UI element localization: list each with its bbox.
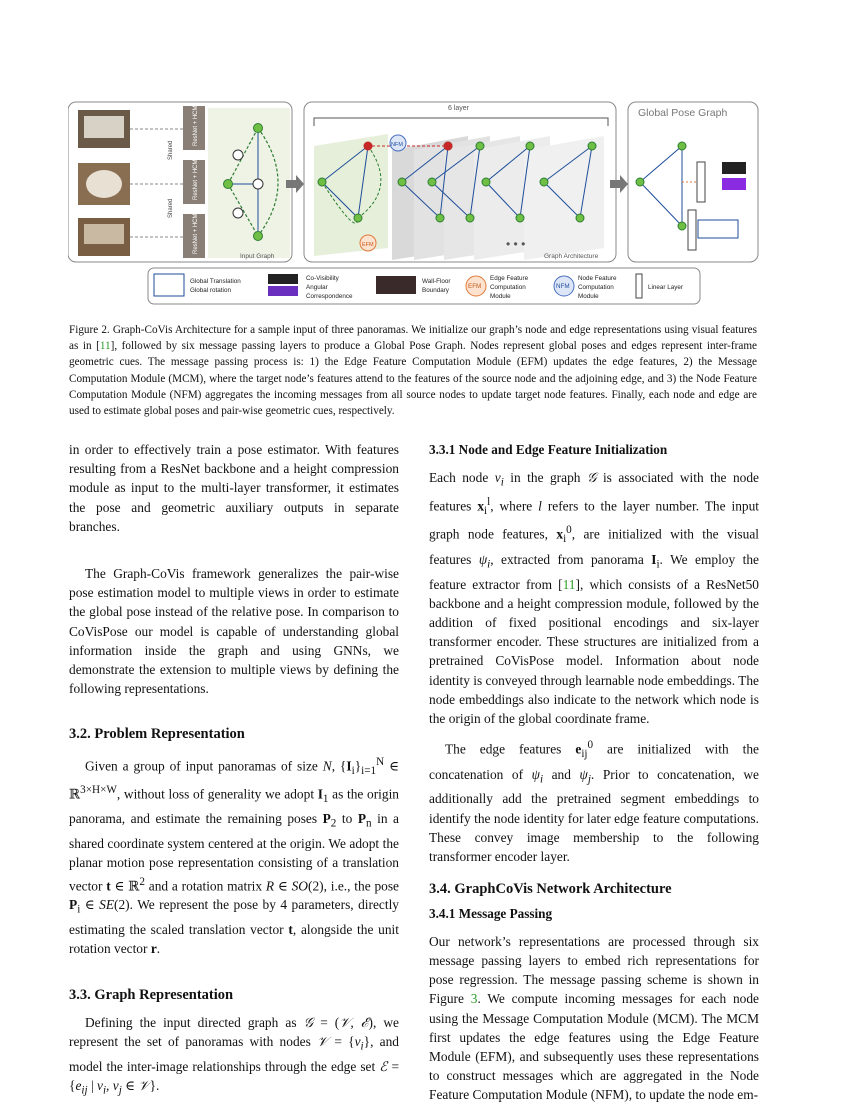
section-heading-3-2: 3.2. Problem Representation [69,726,245,743]
shared-label-1: Shared [168,141,174,160]
six-layer-label: 6 layer [448,105,470,112]
paragraph: Our network’s representations are proces… [429,933,759,1103]
section-heading-3-3: 3.3. Graph Representation [69,986,234,1003]
global-pose-graph-panel [627,101,759,263]
citation-link[interactable]: 11 [562,576,576,592]
svg-text:EFM: EFM [468,283,481,290]
input-graph-label: Input Graph [240,253,275,260]
global-pose-graph-title: Global Pose Graph [638,107,727,119]
shared-label-2: Shared [168,199,174,218]
svg-text:Module: Module [578,293,599,300]
svg-text:Module: Module [490,293,511,300]
svg-text:Angular: Angular [306,284,328,291]
nfm-badge [389,134,407,152]
svg-text:ResNet + HCM: ResNet + HCM [193,159,199,200]
svg-text:Node Feature: Node Feature [578,275,617,282]
svg-text:Edge Feature: Edge Feature [490,275,529,282]
svg-text:NFM: NFM [556,283,570,290]
svg-text:ResNet + HCM: ResNet + HCM [193,213,199,254]
figure-link[interactable]: 3 [470,991,478,1007]
svg-text:Wall-Floor: Wall-Floor [422,278,450,285]
legend-box [147,267,701,305]
svg-text:Computation: Computation [490,284,526,291]
efm-badge [359,234,377,252]
architecture-figure: Shared Shared ResNet + HCM ResNet + HCM … [67,98,760,310]
paragraph: Given a group of input panoramas of size… [69,755,400,957]
graph-architecture-label: Graph Architecture [544,253,599,260]
svg-text:ResNet + HCM: ResNet + HCM [193,105,199,146]
linear-layer-2 [687,209,697,251]
svg-text:Co-Visibility: Co-Visibility [306,275,340,282]
svg-text:NFM: NFM [391,142,403,148]
resnet-hcm-blocks: ResNet + HCM ResNet + HCM ResNet + HCM [183,105,205,258]
svg-text:Global Translation: Global Translation [190,278,241,285]
paragraph: The Graph-CoVis framework generalizes th… [69,566,399,697]
subsection-heading-3-4-1: 3.4.1 Message Passing [429,905,553,921]
panorama-images [78,110,130,256]
svg-text:Linear Layer: Linear Layer [648,284,683,291]
architecture-diagram: Shared Shared ResNet + HCM ResNet + HCM … [67,101,759,305]
linear-layer-1 [696,161,706,203]
paragraph: Defining the input directed graph as 𝒢 =… [69,1014,399,1097]
right-column: 3.3.1 Node and Edge Feature Initializati… [429,440,759,1105]
left-column: in order to effectively train a pose est… [69,440,399,1101]
subsection-heading-3-3-1: 3.3.1 Node and Edge Feature Initializati… [429,442,668,457]
section-heading-3-4: 3.4. GraphCoVis Network Architecture [429,881,672,898]
svg-text:Computation: Computation [578,284,614,291]
svg-text:Boundary: Boundary [422,287,450,294]
citation-link[interactable]: 11 [99,340,111,353]
figure-caption: Figure 2. Graph-CoVis Architecture for a… [69,324,757,418]
svg-text:EFM: EFM [362,242,374,248]
paragraph: The edge features eij0 are initialized w… [429,739,759,865]
ellipsis-dots: • • • [506,237,525,251]
svg-text:Correspondence: Correspondence [306,293,353,300]
layer-stack [314,134,604,260]
paragraph: Each node vi in the graph 𝒢 is associate… [429,470,759,727]
svg-text:Global rotation: Global rotation [190,287,231,294]
paragraph: in order to effectively train a pose est… [69,442,399,534]
